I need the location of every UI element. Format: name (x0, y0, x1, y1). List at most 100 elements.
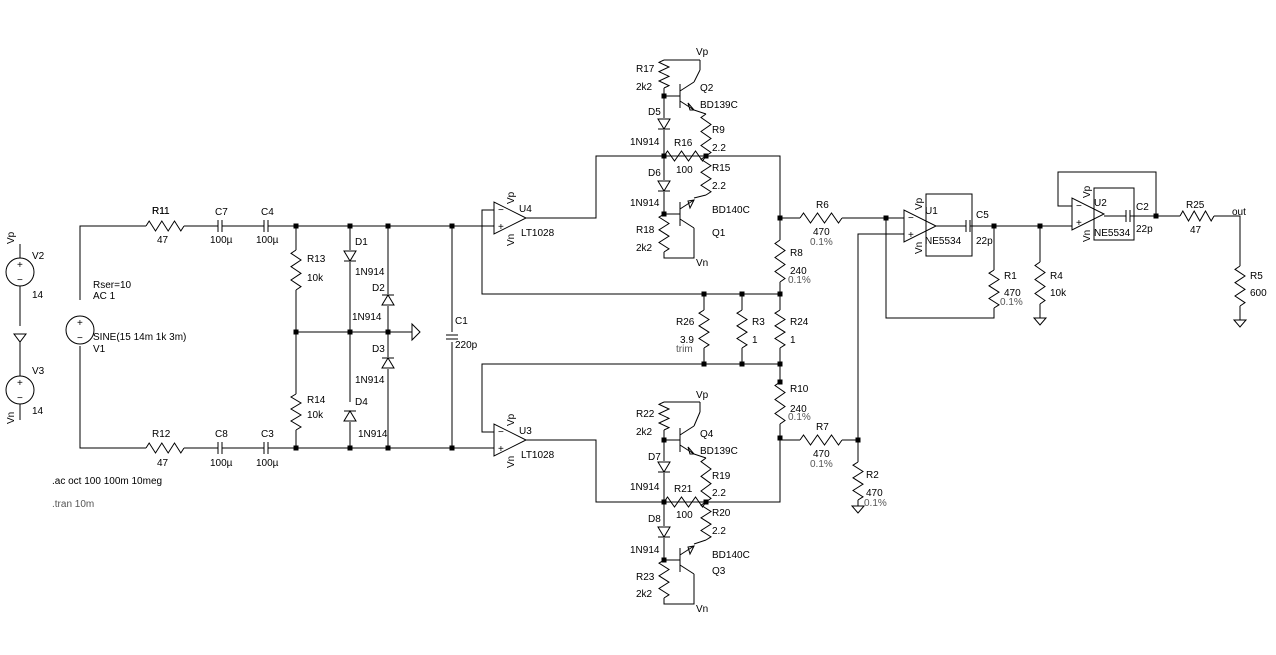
r8-value-label: 240 (790, 266, 807, 277)
r4-resistor (1034, 261, 1046, 305)
u3-opamp (493, 423, 528, 457)
r10-tol-label: 0.1% (788, 412, 811, 423)
r3-id-label: R3 (752, 317, 765, 328)
r20-id-label: R20 (712, 508, 731, 519)
r5-id-label: R5 (1250, 271, 1263, 282)
source-plus-sign: + (17, 260, 23, 271)
wire (693, 194, 707, 199)
d6-value-label: 1N914 (630, 198, 660, 209)
r21-id-label: R21 (674, 484, 693, 495)
u1-value-label: NE5534 (925, 236, 962, 247)
source-minus-sign: − (17, 275, 23, 286)
r1-value-label: 470 (1004, 288, 1021, 299)
u3-value-label: LT1028 (521, 450, 555, 461)
opamp-minus-sign: − (498, 427, 504, 438)
opamp-plus-sign: + (498, 222, 504, 233)
r11-id-label: R11 (152, 206, 170, 217)
r18-value-label: 2k2 (636, 243, 653, 254)
r23-id-label: R23 (636, 572, 655, 583)
c7-value-label: 100µ (210, 235, 233, 246)
opamp-plus-sign: + (1076, 218, 1082, 229)
wire (693, 453, 707, 459)
opamp-minus-sign: − (1076, 201, 1082, 212)
wire (481, 209, 780, 295)
u2-vp-label: Vp (1082, 185, 1093, 198)
d6-id-label: D6 (648, 168, 661, 179)
r19-value-label: 2.2 (712, 488, 726, 499)
r4-id-label: R4 (1050, 271, 1063, 282)
ground-symbol (850, 500, 866, 514)
r7-value-label: 470 (813, 449, 830, 460)
c1-id-label: C1 (455, 316, 468, 327)
u2-value-label: NE5534 (1094, 228, 1131, 239)
wire (526, 439, 706, 503)
r19-id-label: R19 (712, 471, 731, 482)
u2-compensation-box (1093, 187, 1135, 241)
d5-diode (657, 118, 671, 130)
r9-id-label: R9 (712, 125, 725, 136)
r10-id-label: R10 (790, 384, 809, 395)
r23-resistor (658, 559, 670, 599)
d1-diode (343, 250, 357, 262)
d2-diode (381, 294, 395, 306)
d1-value-label: 1N914 (355, 267, 385, 278)
r16-id-label: R16 (674, 138, 693, 149)
q2-id-label: Q2 (700, 83, 714, 94)
r15-id-label: R15 (712, 163, 731, 174)
d4-diode (343, 410, 357, 422)
ground-symbol (1032, 312, 1048, 326)
c8-id-label: C8 (215, 429, 228, 440)
r16-value-label: 100 (676, 165, 693, 176)
r24-resistor (774, 309, 786, 349)
u1-opamp (903, 209, 938, 243)
c1-value-label: 220p (455, 340, 478, 351)
r13-id-label: R13 (307, 254, 326, 265)
opamp-plus-sign: + (498, 444, 504, 455)
d7-id-label: D7 (648, 452, 661, 463)
r21-value-label: 100 (676, 510, 693, 521)
r10-resistor (774, 381, 786, 425)
r14-id-label: R14 (307, 395, 326, 406)
c3-capacitor (263, 442, 269, 454)
r17-id-label: R17 (636, 64, 655, 75)
junction (777, 435, 783, 441)
c7-id-label: C7 (215, 207, 228, 218)
u1-vn-label: Vn (914, 242, 925, 254)
d4-id-label: D4 (355, 397, 368, 408)
r15-resistor (700, 155, 712, 196)
u4-value-label: LT1028 (521, 228, 555, 239)
r25-resistor (1179, 209, 1215, 223)
u4-opamp (493, 201, 528, 235)
r25-value-label: 47 (1190, 225, 1202, 236)
d3-diode (381, 357, 395, 369)
q4-transistor (679, 425, 696, 455)
r7-resistor (799, 434, 843, 446)
r1-resistor (988, 269, 1000, 309)
r5-resistor (1234, 265, 1246, 307)
d1-id-label: D1 (355, 237, 368, 248)
source-plus-sign: + (17, 378, 23, 389)
r2-resistor (852, 461, 864, 501)
source-plus-sign: + (77, 318, 83, 329)
u4-vn-label: Vn (506, 234, 517, 246)
wire (885, 218, 995, 319)
r26-value-label: 3.9 (680, 335, 694, 346)
r13-resistor (290, 249, 302, 291)
r14-value-label: 10k (307, 410, 324, 421)
wire (693, 411, 701, 427)
wire (706, 155, 781, 240)
ground-arrow-symbol (411, 322, 421, 342)
r9-value-label: 2.2 (712, 143, 726, 154)
r6-id-label: R6 (816, 200, 829, 211)
r11-resistor (145, 220, 185, 232)
r1-id-label: R1 (1004, 271, 1017, 282)
wire (526, 155, 706, 219)
wire (481, 363, 780, 433)
r12-resistor (145, 442, 185, 454)
c5-capacitor (965, 220, 971, 232)
d2-value-label: 1N914 (352, 312, 382, 323)
vp-net-label: Vp (6, 231, 17, 244)
vn-net-label: Vn (6, 412, 17, 424)
d4-value-label: 1N914 (358, 429, 388, 440)
